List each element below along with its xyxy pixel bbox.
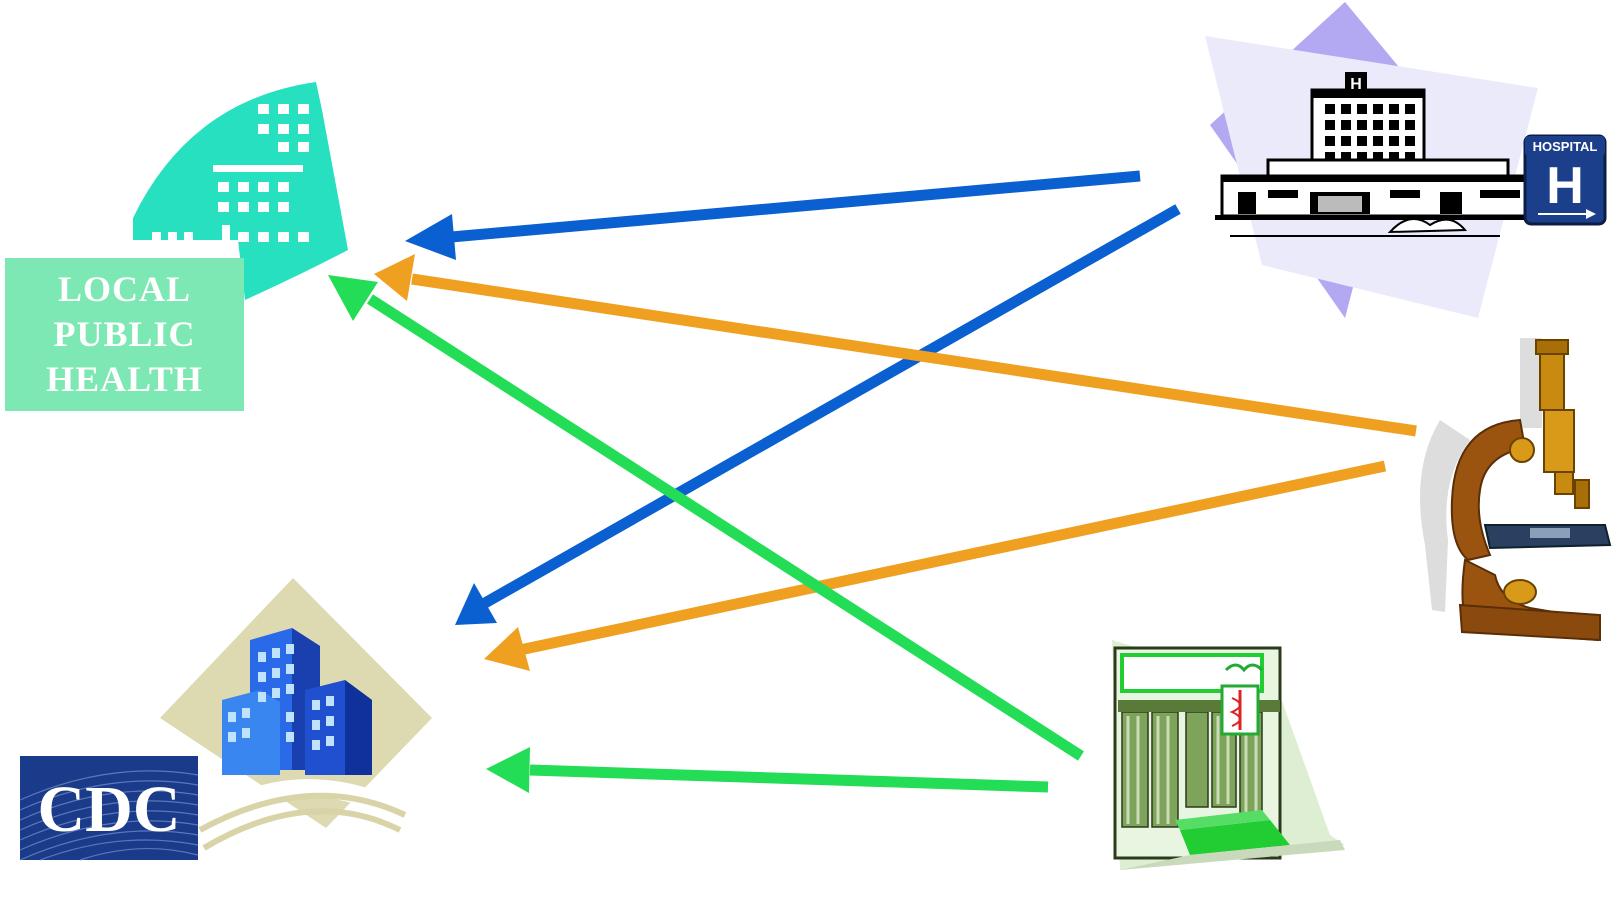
cdc-logo-text: CDC (38, 773, 181, 846)
hospital-building-letter: H (1350, 76, 1362, 93)
local-public-health-label: LOCAL PUBLIC HEALTH (5, 258, 244, 411)
local-public-health-icon (133, 82, 348, 300)
pharmacy-icon (1112, 640, 1345, 870)
arrow-pharmacy-to-local-public-health (328, 275, 1084, 761)
arrow-hospital-to-local-public-health (405, 170, 1141, 260)
hospital-sign-letter: H (1546, 157, 1584, 215)
cdc-icon: CDC (19, 578, 432, 861)
microscope-icon (1420, 338, 1612, 642)
arrow-hospital-to-cdc (455, 204, 1181, 625)
hospital-icon: H HOSPITAL H (1205, 2, 1607, 318)
arrows (328, 170, 1417, 793)
arrow-pharmacy-to-cdc (486, 747, 1049, 793)
arrow-lab-to-local-public-health (374, 254, 1417, 437)
hospital-sign-text: HOSPITAL (1533, 139, 1598, 154)
local-public-health-label-text: LOCAL PUBLIC HEALTH (46, 269, 203, 399)
arrow-lab-to-cdc (484, 460, 1387, 671)
